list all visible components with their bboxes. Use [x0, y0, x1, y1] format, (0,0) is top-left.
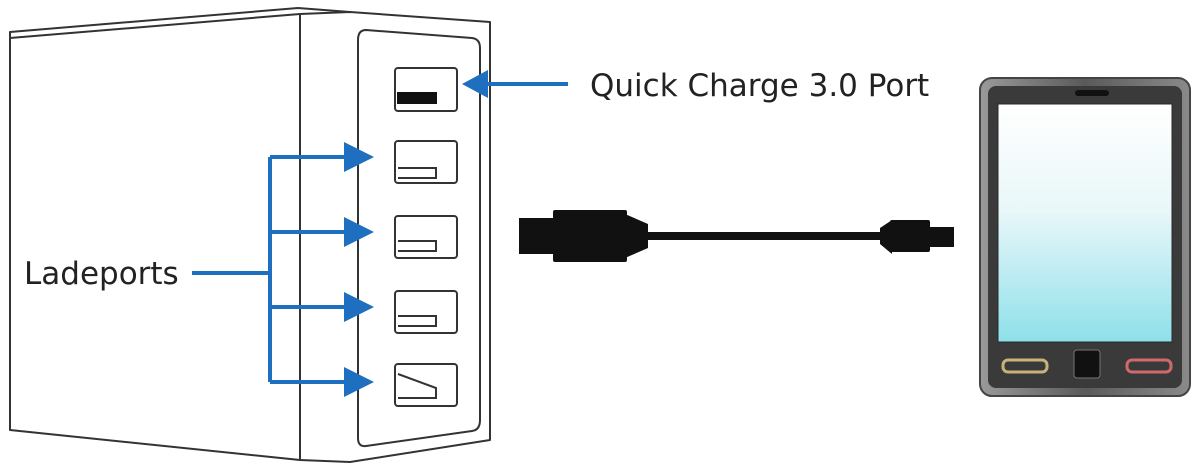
- quick-charge-arrow: [462, 70, 568, 98]
- charging-port-1: [394, 140, 458, 184]
- quick-charge-port: [394, 67, 458, 112]
- quick-charge-label: Quick Charge 3.0 Port: [590, 68, 929, 104]
- ladeports-arrows: [192, 155, 348, 384]
- ladeports-arrowheads: [344, 142, 374, 397]
- charging-port-3: [394, 290, 458, 334]
- ladeports-label: Ladeports: [24, 256, 179, 292]
- charging-port-2: [394, 215, 458, 259]
- usb-cable-icon: [519, 210, 954, 262]
- smartphone-icon: [979, 77, 1191, 397]
- charging-port-4: [394, 363, 458, 407]
